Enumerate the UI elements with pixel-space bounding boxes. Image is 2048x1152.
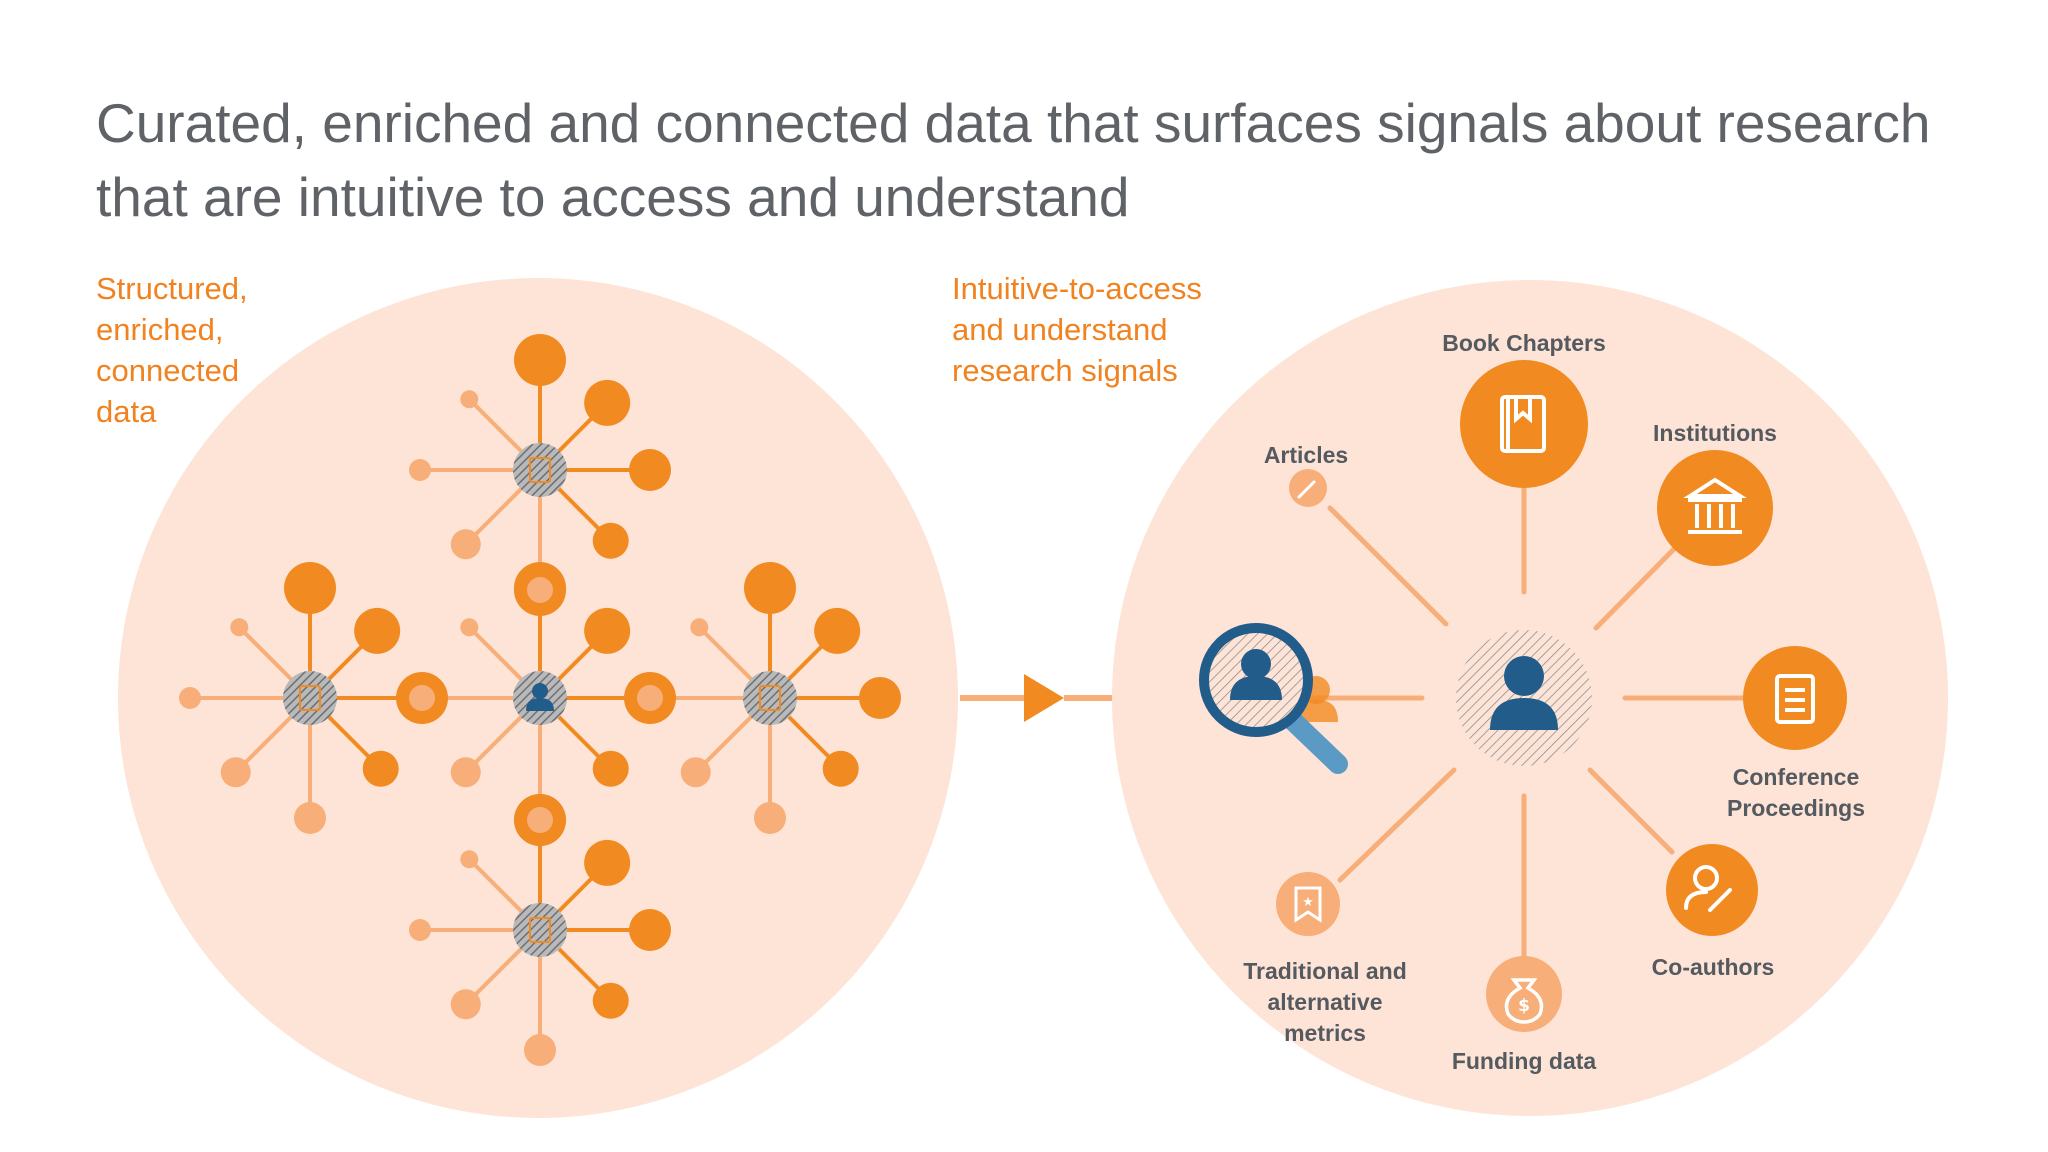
hub-top xyxy=(513,443,567,497)
magnifier-person-icon xyxy=(1199,623,1348,774)
network-node xyxy=(220,757,251,788)
coauthors-node[interactable] xyxy=(1666,844,1758,936)
hub-right xyxy=(743,671,797,725)
label-line: and understand xyxy=(952,312,1168,347)
network-node xyxy=(514,334,566,386)
network-node xyxy=(409,919,431,941)
researcher-icon xyxy=(1456,630,1592,766)
network-junction-core xyxy=(527,577,553,603)
network-node xyxy=(690,618,709,637)
network-node xyxy=(450,989,481,1020)
pencil-icon xyxy=(1297,480,1316,499)
network-node xyxy=(294,802,326,834)
svg-text:★: ★ xyxy=(1302,895,1314,910)
label-line: connected xyxy=(96,353,240,388)
label-line: enriched, xyxy=(96,312,224,347)
label-line: Traditional and xyxy=(1243,958,1407,984)
network-node xyxy=(592,982,629,1019)
right-panel-label: Intuitive-to-access and understand resea… xyxy=(952,268,1272,391)
hub-person-head xyxy=(532,683,548,699)
network-node xyxy=(629,909,671,951)
label-line: research signals xyxy=(952,353,1178,388)
label-line: alternative xyxy=(1267,989,1383,1015)
institutions-node[interactable] xyxy=(1657,450,1773,566)
network-junction-core xyxy=(527,807,553,833)
network-node xyxy=(409,459,431,481)
network-node xyxy=(680,757,711,788)
network-node xyxy=(814,607,861,654)
network-node xyxy=(460,850,479,869)
network-node xyxy=(592,522,629,559)
hub-document-icon xyxy=(759,685,781,711)
metrics-label: Traditional and alternative metrics xyxy=(1243,956,1407,1049)
metrics-node[interactable]: ★ xyxy=(1276,872,1340,936)
label-line: Structured, xyxy=(96,271,248,306)
network-node xyxy=(584,607,631,654)
coauthors-label: Co-authors xyxy=(1651,954,1775,980)
hub-person-body xyxy=(526,698,554,711)
money-bag-icon xyxy=(1504,978,1544,1024)
network-node xyxy=(822,750,859,787)
network-node xyxy=(230,618,249,637)
articles-node[interactable] xyxy=(1289,469,1327,507)
conference-proceedings-node[interactable] xyxy=(1743,646,1847,750)
network-node xyxy=(584,379,631,426)
network-node xyxy=(450,757,481,788)
articles-label: Articles xyxy=(1263,442,1349,468)
page-title: Curated, enriched and connected data tha… xyxy=(96,92,1931,228)
label-line: Intuitive-to-access xyxy=(952,271,1202,306)
hub-document-icon xyxy=(529,457,551,483)
book-icon xyxy=(1500,395,1546,453)
network-node xyxy=(460,390,479,409)
network-node xyxy=(524,1034,556,1066)
hub-document-icon xyxy=(299,685,321,711)
right-connectors xyxy=(1287,477,1748,959)
network-node xyxy=(179,687,201,709)
bookmark-star-icon xyxy=(1294,886,1322,923)
network-node xyxy=(584,839,631,886)
network-junction-core xyxy=(637,685,663,711)
institution-icon xyxy=(1683,477,1747,534)
network-node xyxy=(362,750,399,787)
network-junction-core xyxy=(409,685,435,711)
conference-proceedings-label: Conference Proceedings xyxy=(1727,762,1865,824)
funding-data-label: Funding data xyxy=(1451,1048,1597,1074)
network-node xyxy=(859,677,901,719)
document-icon xyxy=(1775,674,1815,724)
label-line: Conference xyxy=(1732,764,1860,790)
label-line: Proceedings xyxy=(1726,795,1866,821)
hub-bottom xyxy=(513,903,567,957)
network-node xyxy=(450,529,481,560)
network-node xyxy=(284,562,336,614)
network-node xyxy=(629,449,671,491)
left-network xyxy=(179,334,901,1066)
funding-data-node[interactable]: $ xyxy=(1486,956,1562,1032)
book-chapters-label: Book Chapters xyxy=(1442,330,1606,356)
hub-left xyxy=(283,671,337,725)
label-line: data xyxy=(96,394,157,429)
network-node xyxy=(460,618,479,637)
network-node xyxy=(592,750,629,787)
network-node xyxy=(354,607,401,654)
hub-document-icon xyxy=(529,917,551,943)
label-line: metrics xyxy=(1284,1020,1366,1046)
book-chapters-node[interactable] xyxy=(1460,360,1588,488)
left-panel-label: Structured, enriched, connected data xyxy=(96,268,336,432)
network-node xyxy=(744,562,796,614)
person-edit-icon xyxy=(1684,865,1732,912)
svg-text:$: $ xyxy=(1518,996,1530,1016)
institutions-label: Institutions xyxy=(1653,420,1777,446)
network-node xyxy=(754,802,786,834)
